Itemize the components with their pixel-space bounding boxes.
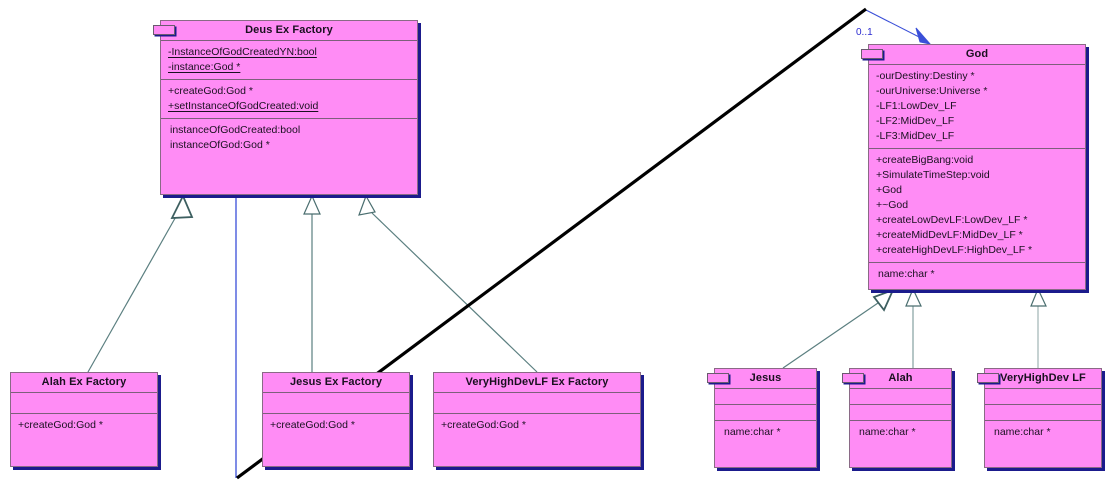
attributes-compartment bbox=[434, 392, 640, 413]
class-title: God bbox=[965, 48, 989, 60]
attributes-compartment: -ourDestiny:Destiny * -ourUniverse:Unive… bbox=[869, 64, 1085, 148]
class-jesus[interactable]: Jesus name:char * bbox=[707, 368, 817, 468]
operation-item: +createGod:God * bbox=[168, 85, 253, 97]
attributes-compartment bbox=[263, 392, 409, 413]
extra-item: name:char * bbox=[859, 426, 916, 438]
operations-compartment bbox=[715, 404, 816, 420]
generalization-alah-to-god bbox=[905, 287, 922, 368]
class-god[interactable]: God -ourDestiny:Destiny * -ourUniverse:U… bbox=[861, 44, 1086, 290]
operations-compartment bbox=[985, 404, 1101, 420]
extra-item: name:char * bbox=[724, 426, 781, 438]
operation-item: +~God bbox=[876, 199, 909, 211]
attribute-item: -LF1:LowDev_LF bbox=[876, 100, 957, 112]
attributes-compartment bbox=[985, 388, 1101, 404]
operation-item: +createLowDevLF:LowDev_LF * bbox=[876, 214, 1028, 226]
multiplicity-label-0-1: 0..1 bbox=[856, 27, 873, 38]
operations-compartment: +createGod:God * +setInstanceOfGodCreate… bbox=[161, 79, 417, 118]
class-title: VeryHighDevLF Ex Factory bbox=[465, 376, 609, 388]
extra-compartment: instanceOfGodCreated:bool instanceOfGod:… bbox=[161, 118, 417, 157]
class-tab-icon bbox=[153, 25, 175, 35]
generalization-jesus-to-god bbox=[782, 288, 895, 369]
attributes-compartment bbox=[850, 388, 951, 404]
operation-item: +createMidDevLF:MidDev_LF * bbox=[876, 229, 1023, 241]
generalization-veryhighdevlfexfactory-to-deusexfactory bbox=[358, 194, 538, 373]
class-title: Alah bbox=[888, 372, 913, 384]
attributes-compartment bbox=[715, 388, 816, 404]
extra-compartment: name:char * bbox=[869, 262, 1085, 286]
class-title: Jesus bbox=[749, 372, 782, 384]
generalization-veryhighdevlf-to-god bbox=[1030, 287, 1047, 368]
operation-item: +createGod:God * bbox=[18, 419, 103, 431]
operation-item: +SimulateTimeStep:void bbox=[876, 169, 990, 181]
class-deus-ex-factory[interactable]: Deus Ex Factory -InstanceOfGodCreatedYN:… bbox=[153, 20, 418, 195]
class-veryhighdevlf-ex-factory[interactable]: VeryHighDevLF Ex Factory +createGod:God … bbox=[433, 372, 641, 467]
class-tab-icon bbox=[842, 373, 864, 383]
attribute-item: -InstanceOfGodCreatedYN:bool bbox=[168, 46, 317, 58]
operation-item: +createHighDevLF:HighDev_LF * bbox=[876, 244, 1033, 256]
class-alah[interactable]: Alah name:char * bbox=[842, 368, 952, 468]
extra-item: name:char * bbox=[878, 268, 935, 280]
class-jesus-ex-factory[interactable]: Jesus Ex Factory +createGod:God * bbox=[262, 372, 410, 467]
class-title: Deus Ex Factory bbox=[245, 24, 333, 36]
class-title: Jesus Ex Factory bbox=[289, 376, 383, 388]
class-alah-ex-factory[interactable]: Alah Ex Factory +createGod:God * bbox=[10, 372, 158, 467]
attribute-item: -LF3:MidDev_LF bbox=[876, 130, 955, 142]
operation-item: +createBigBang:void bbox=[876, 154, 974, 166]
extra-item: name:char * bbox=[994, 426, 1051, 438]
operation-item: +createGod:God * bbox=[270, 419, 355, 431]
operation-item: +createGod:God * bbox=[441, 419, 526, 431]
class-tab-icon bbox=[977, 373, 999, 383]
attributes-compartment bbox=[11, 392, 157, 413]
operations-compartment bbox=[850, 404, 951, 420]
class-tab-icon bbox=[707, 373, 729, 383]
attributes-compartment: -InstanceOfGodCreatedYN:bool -instance:G… bbox=[161, 40, 417, 79]
class-title: VeryHighDev LF bbox=[1000, 372, 1086, 384]
attribute-item: -LF2:MidDev_LF bbox=[876, 115, 955, 127]
class-tab-icon bbox=[861, 49, 883, 59]
operations-compartment: +createGod:God * bbox=[434, 413, 640, 437]
extra-compartment: name:char * bbox=[850, 420, 951, 444]
operations-compartment: +createGod:God * bbox=[11, 413, 157, 437]
extra-item: instanceOfGodCreated:bool bbox=[170, 124, 301, 136]
generalization-alahexfactory-to-deusexfactory bbox=[87, 193, 194, 373]
extra-compartment: name:char * bbox=[985, 420, 1101, 444]
operation-item: +setInstanceOfGodCreated:void bbox=[168, 100, 319, 112]
class-veryhighdev-lf[interactable]: VeryHighDev LF name:char * bbox=[977, 368, 1102, 468]
attribute-item: -ourUniverse:Universe * bbox=[876, 85, 988, 97]
extra-compartment: name:char * bbox=[715, 420, 816, 444]
generalization-jesusexfactory-to-deusexfactory bbox=[303, 194, 321, 372]
attribute-item: -instance:God * bbox=[168, 61, 241, 73]
operations-compartment: +createGod:God * bbox=[263, 413, 409, 437]
operations-compartment: +createBigBang:void +SimulateTimeStep:vo… bbox=[869, 148, 1085, 262]
class-title: Alah Ex Factory bbox=[41, 376, 127, 388]
operation-item: +God bbox=[876, 184, 902, 196]
attribute-item: -ourDestiny:Destiny * bbox=[876, 70, 975, 82]
extra-item: instanceOfGod:God * bbox=[170, 139, 270, 151]
